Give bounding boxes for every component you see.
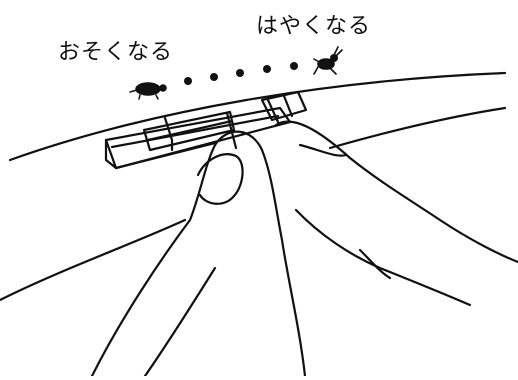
scale-dot bbox=[210, 73, 218, 81]
speed-slider-knob[interactable] bbox=[142, 90, 308, 152]
scale-dot bbox=[290, 62, 298, 70]
scale-dot bbox=[184, 77, 192, 85]
body-edge-right bbox=[328, 106, 507, 150]
turtle-icon bbox=[129, 82, 167, 100]
body-edge-left bbox=[0, 218, 187, 302]
speed-scale-dots bbox=[184, 62, 298, 85]
scale-dot bbox=[263, 65, 271, 73]
finger bbox=[90, 120, 518, 378]
rabbit-icon bbox=[313, 46, 343, 75]
fast-label: はやくなる bbox=[256, 14, 372, 39]
slow-label: おそくなる bbox=[58, 40, 174, 65]
body-edge-top bbox=[8, 71, 507, 162]
scale-dot bbox=[236, 69, 244, 77]
